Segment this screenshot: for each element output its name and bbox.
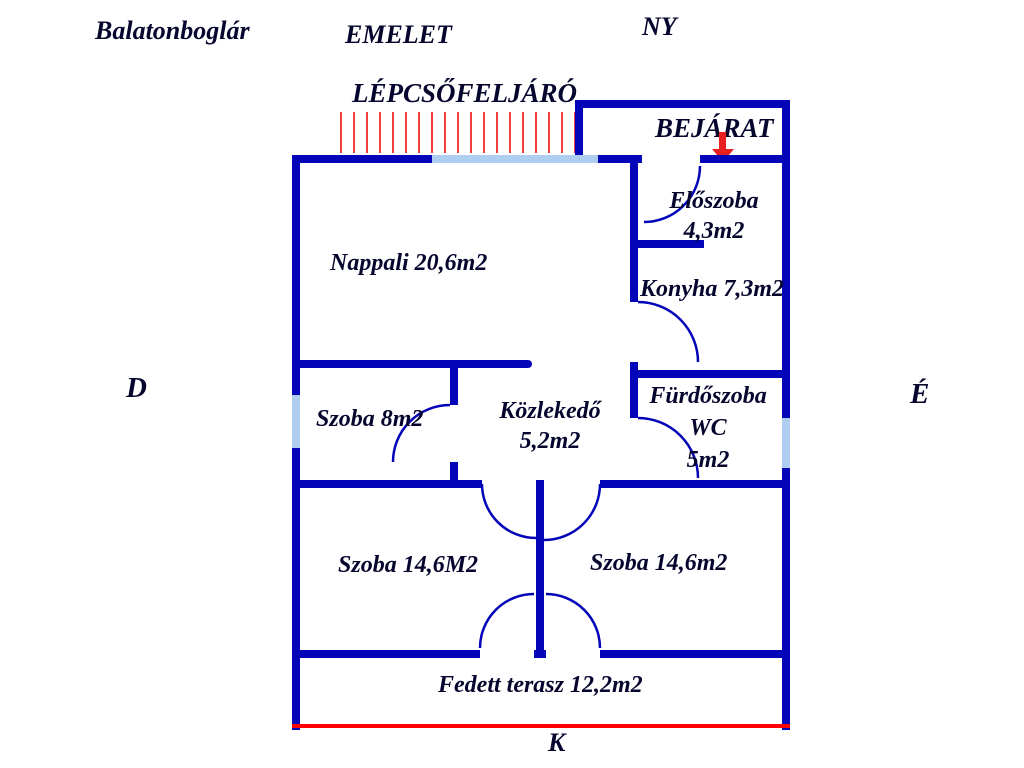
entrance-label: BEJÁRAT [655,113,774,143]
terrace-edge-line [292,724,790,728]
compass-east: K [548,728,566,757]
compass-north: É [910,378,930,410]
wall-szoba8-divider-a [450,368,458,405]
room-label-konyha: Konyha 7,3m2 [639,276,785,302]
door-arc-furdoszoba [637,416,700,479]
room-label-szoba-bal: Szoba 14,6M2 [338,552,479,578]
staircase-hatch [340,112,575,153]
room-label-terasz: Fedett terasz 12,2m2 [438,672,643,698]
staircase-label: LÉPCSŐFELJÁRÓ [352,78,578,108]
room-label-kozlekedo-area: 5,2m2 [519,428,581,454]
wall-bottom-a [292,650,480,658]
window-right [782,418,790,468]
door-arc-konyha [637,300,700,363]
wall-mid-b [600,480,790,488]
room-label-eloszoba: Előszoba 4,3m2 [640,186,788,246]
room-label-furdoszoba-name: Fürdőszoba [649,383,767,409]
wall-top-b [598,155,642,163]
door-arc-terasz-bal [478,592,535,649]
wall-top-a [292,155,432,163]
room-label-szoba8: Szoba 8m2 [316,406,424,432]
window-top [432,155,598,163]
wall-mid-a [292,480,482,488]
room-label-eloszoba-name: Előszoba [669,188,759,214]
city-title: Balatonboglár [95,16,250,45]
room-label-furdoszoba: Fürdőszoba WC 5m2 [632,380,784,476]
window-left [292,395,300,448]
room-label-furdoszoba-wc: WC [689,415,727,441]
room-label-nappali: Nappali 20,6m2 [330,250,488,276]
wall-eloszoba-konyha [630,240,704,248]
wall-bottom-stub [534,650,546,658]
wall-eloszoba-left-a [630,163,638,302]
room-label-eloszoba-area: 4,3m2 [683,218,745,244]
door-arc-entrance [643,165,702,224]
room-label-kozlekedo: Közlekedő 5,2m2 [470,396,630,456]
entrance-arrow-icon [719,132,726,149]
wall-bottom-b [600,650,790,658]
door-arc-szoba8 [391,403,451,463]
room-label-kozlekedo-name: Közlekedő [499,398,601,424]
wall-top-c [700,155,790,163]
wall-bottom-center [536,480,544,650]
wall-konyha-furdoszoba [638,370,782,378]
wall-porch-left [575,100,583,155]
compass-west: NY [642,12,677,41]
room-label-szoba-jobb: Szoba 14,6m2 [590,550,728,576]
door-arc-szoba-jobb [543,483,602,542]
wall-eloszoba-left-b [630,362,638,418]
wall-szoba8-divider-b [450,462,458,480]
wall-porch-top [575,100,790,108]
wall-right-outer [782,100,790,730]
compass-south: D [126,372,147,404]
floor-title: EMELET [345,20,452,49]
door-arc-szoba-bal [480,483,537,540]
wall-nappali-bottom [292,360,532,368]
room-label-furdoszoba-area: 5m2 [686,447,730,473]
door-arc-terasz-jobb [545,592,602,649]
